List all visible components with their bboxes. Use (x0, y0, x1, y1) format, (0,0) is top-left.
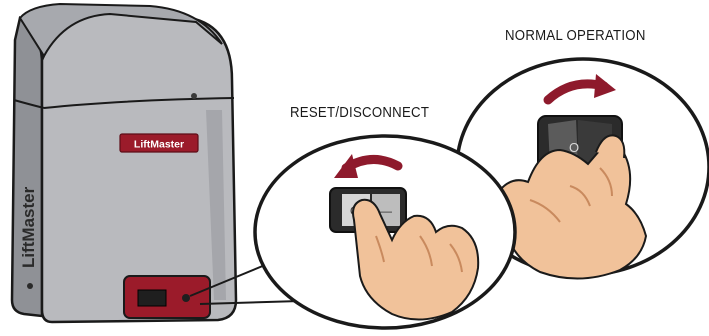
unit-side-face (12, 18, 42, 316)
side-brand-text: LiftMaster (19, 186, 38, 268)
screw-icon (191, 93, 197, 99)
brand-badge-text: LiftMaster (134, 139, 184, 151)
unit-switch (138, 290, 166, 306)
unit-switch-housing (124, 276, 210, 318)
reset-disconnect-label: RESET/DISCONNECT (290, 104, 429, 121)
brand-badge: LiftMaster (120, 134, 198, 152)
reset-disconnect-bubble: O — (255, 136, 515, 328)
normal-operation-label: NORMAL OPERATION (505, 27, 646, 44)
indicator-icon (182, 294, 190, 302)
bolt-icon (27, 283, 33, 289)
